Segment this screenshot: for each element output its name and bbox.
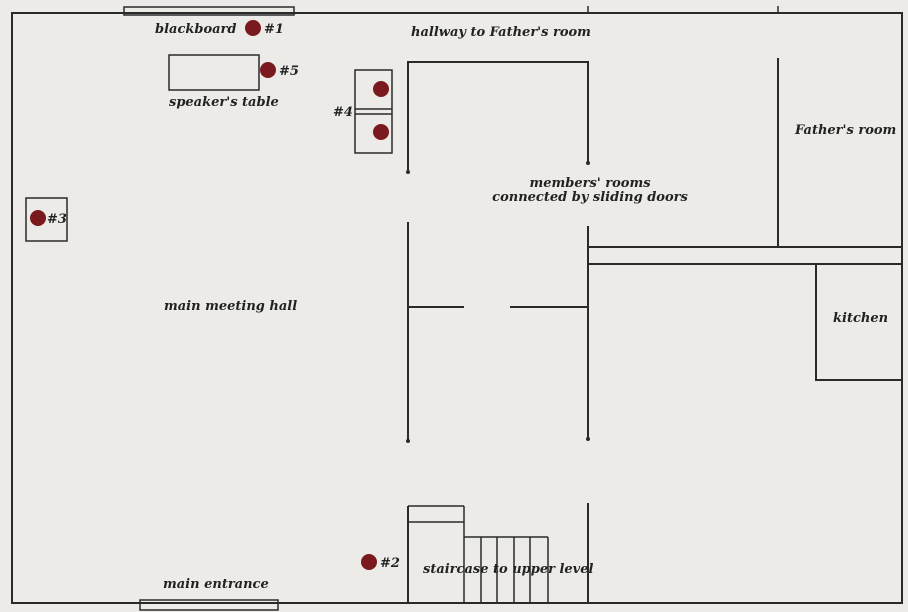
hallway-label: hallway to Father's room: [411, 25, 591, 40]
marker-5-dot: [260, 62, 276, 78]
fathers-room-label: Father's room: [795, 123, 897, 138]
marker-4b-dot: [373, 124, 389, 140]
members-rooms-label-line1: members' rooms: [529, 176, 651, 191]
outer-walls: [11, 12, 903, 604]
marker-1-label: #1: [264, 22, 284, 37]
box-4-shape: [354, 69, 393, 154]
speakers-table-label: speaker's table: [169, 95, 279, 110]
marker-4-label: #4: [333, 105, 353, 120]
marker-4a-dot: [373, 81, 389, 97]
members-rooms-label-line2: connected by sliding doors: [492, 190, 688, 205]
blackboard-label: blackboard: [155, 22, 237, 37]
main-entrance-shape: [139, 599, 279, 611]
marker-3-dot: [30, 210, 46, 226]
marker-5-label: #5: [279, 64, 299, 79]
speakers-table-shape: [168, 54, 260, 91]
members-rooms-upper-walls: [407, 61, 589, 170]
staircase-label: staircase to upper level: [423, 562, 594, 577]
main-entrance-label: main entrance: [163, 577, 269, 592]
marker-1-dot: [245, 20, 261, 36]
main-hall-label: main meeting hall: [164, 299, 298, 314]
kitchen-label: kitchen: [833, 311, 889, 326]
marker-2-dot: [361, 554, 377, 570]
blackboard-shape: [123, 6, 295, 16]
marker-3-label: #3: [47, 212, 67, 227]
box-3-shape: [25, 197, 68, 242]
kitchen-walls: [815, 264, 902, 381]
marker-2-label: #2: [380, 556, 400, 571]
